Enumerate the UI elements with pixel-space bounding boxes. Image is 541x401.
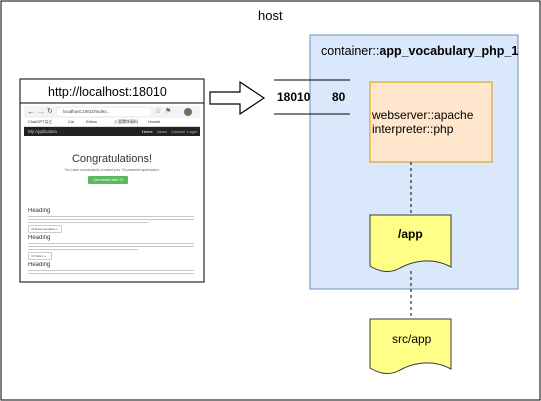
text-line <box>28 249 138 250</box>
nav-contact[interactable]: Contact <box>171 129 185 134</box>
extension-icon[interactable]: ⚑ <box>165 108 172 115</box>
bookmarks-bar: ChatGPTなど Cal Ethics 入管関係資料 Hoseki <box>24 118 200 127</box>
section-button[interactable]: Yii Documentation » <box>28 225 62 233</box>
nav-home[interactable]: Home <box>142 129 153 134</box>
section-heading: Heading <box>28 262 51 268</box>
app-volume-shape <box>369 214 452 273</box>
star-icon[interactable]: ☆ <box>155 108 162 115</box>
src-app-shape <box>369 318 452 375</box>
section-button-label: Yii Documentation » <box>31 227 58 231</box>
right-arrow-icon <box>209 80 266 116</box>
host-label: host <box>258 8 283 23</box>
bookmark-item[interactable]: 入管関係資料 <box>114 119 138 124</box>
section-heading: Heading <box>28 208 51 214</box>
section-heading: Heading <box>28 235 51 241</box>
hero-subtitle: You have successfully created your Yii-p… <box>64 168 160 172</box>
avatar-icon[interactable] <box>184 108 192 116</box>
browser-toolbar: ← → ↻ localhost:18010/index... ☆ ⚑ <box>24 106 200 118</box>
host-port-label: 18010 <box>277 90 311 104</box>
app-navbar: My Application Home About Contact Login <box>24 127 200 136</box>
text-line <box>28 222 148 223</box>
cta-button[interactable]: Get started with Yii <box>88 176 128 184</box>
container-label: container::app_vocabulary_php_1 <box>321 44 518 58</box>
bookmark-item[interactable]: ChatGPTなど <box>28 119 53 124</box>
hero-title: Congratulations! <box>71 153 153 165</box>
cta-label: Get started with Yii <box>93 178 123 182</box>
service-line-2: interpreter::php <box>372 122 454 136</box>
app-volume-label: /app <box>398 227 423 241</box>
service-line-1: webserver::apache <box>372 108 474 122</box>
text-line <box>28 273 194 274</box>
text-line <box>28 219 194 220</box>
text-line <box>28 270 194 271</box>
service-box <box>369 81 493 163</box>
section-button-label: Yii Forum » <box>31 254 47 258</box>
container-label-prefix: container:: <box>321 44 380 58</box>
browser-url-label: http://localhost:18010 <box>48 85 167 99</box>
bookmark-item[interactable]: Hoseki <box>148 119 161 124</box>
container-label-name: app_vocabulary_php_1 <box>379 44 519 58</box>
browser-screenshot: ← → ↻ localhost:18010/index... ☆ ⚑ ChatG… <box>24 106 200 278</box>
address-text: localhost:18010/index... <box>63 109 111 114</box>
reload-icon[interactable]: ↻ <box>47 108 53 115</box>
text-line <box>28 243 194 244</box>
nav-about[interactable]: About <box>157 129 168 134</box>
app-brand[interactable]: My Application <box>28 129 58 134</box>
back-arrow-icon[interactable]: ← <box>27 107 35 116</box>
text-line <box>28 216 194 217</box>
section-button[interactable]: Yii Forum » <box>28 252 52 260</box>
bookmark-item[interactable]: Cal <box>68 119 75 124</box>
src-app-label: src/app <box>392 332 432 346</box>
forward-arrow-icon[interactable]: → <box>37 107 45 116</box>
address-bar[interactable]: localhost:18010/index... <box>57 108 151 116</box>
nav-login[interactable]: Login <box>187 129 197 134</box>
container-port-label: 80 <box>332 90 346 104</box>
bookmark-item[interactable]: Ethics <box>86 119 97 124</box>
text-line <box>28 246 194 247</box>
